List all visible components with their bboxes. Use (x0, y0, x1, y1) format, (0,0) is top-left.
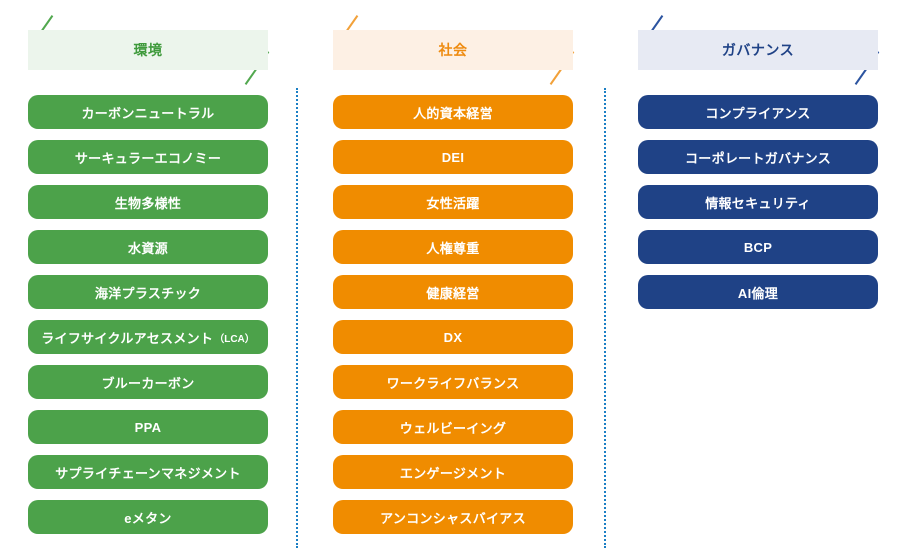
header-box-environment: 環境 (28, 30, 268, 70)
column-divider-2 (604, 88, 606, 548)
column-header-society: 社会 (308, 0, 598, 88)
topic-label: カーボンニュートラル (81, 105, 215, 121)
topic-pill[interactable]: サプライチェーンマネジメント (28, 455, 268, 489)
topic-label: 情報セキュリティ (705, 195, 811, 211)
topic-pill[interactable]: 人権尊重 (333, 230, 573, 264)
topic-pill[interactable]: 水資源 (28, 230, 268, 264)
topic-label: ブルーカーボン (101, 375, 195, 391)
topic-pill[interactable]: ウェルビーイング (333, 410, 573, 444)
topic-label: コンプライアンス (705, 105, 811, 121)
header-label-environment: 環境 (133, 42, 163, 58)
topic-label: PPA (134, 419, 162, 435)
topic-label: アンコンシャスバイアス (380, 510, 526, 526)
topic-label: AI倫理 (737, 285, 779, 301)
column-governance: ガバナンス コンプライアンス コーポレートガバナンス 情報セキュリティ BCP … (613, 0, 903, 552)
topic-pill[interactable]: 生物多様性 (28, 185, 268, 219)
topic-pill[interactable]: カーボンニュートラル (28, 95, 268, 129)
topic-pill[interactable]: コンプライアンス (638, 95, 878, 129)
topic-pill[interactable]: ライフサイクルアセスメント（LCA） (28, 320, 268, 354)
topic-label: コーポレートガバナンス (684, 150, 832, 166)
header-label-governance: ガバナンス (721, 42, 795, 58)
header-label-society: 社会 (438, 42, 468, 58)
topic-label: ライフサイクルアセスメント (41, 330, 214, 346)
column-divider-1 (296, 88, 298, 548)
topic-label: eメタン (124, 510, 172, 526)
topic-label: サプライチェーンマネジメント (55, 465, 241, 481)
topic-pill[interactable]: ワークライフバランス (333, 365, 573, 399)
topic-label: 人権尊重 (426, 240, 480, 256)
topic-pill[interactable]: BCP (638, 230, 878, 264)
topic-pill[interactable]: エンゲージメント (333, 455, 573, 489)
topic-pill[interactable]: DX (333, 320, 573, 354)
topic-pill[interactable]: 人的資本経営 (333, 95, 573, 129)
topic-pill[interactable]: ブルーカーボン (28, 365, 268, 399)
topic-pill[interactable]: サーキュラーエコノミー (28, 140, 268, 174)
topic-label: 水資源 (128, 240, 168, 256)
topic-label: DX (443, 329, 463, 345)
topic-pill[interactable]: PPA (28, 410, 268, 444)
column-header-governance: ガバナンス (613, 0, 903, 88)
topic-pill[interactable]: コーポレートガバナンス (638, 140, 878, 174)
topic-pill[interactable]: eメタン (28, 500, 268, 534)
column-header-environment: 環境 (3, 0, 293, 88)
topic-label: BCP (743, 239, 773, 255)
topic-pill[interactable]: DEI (333, 140, 573, 174)
topic-label: サーキュラーエコノミー (74, 150, 222, 166)
topic-pill[interactable]: AI倫理 (638, 275, 878, 309)
pill-list-society: 人的資本経営 DEI 女性活躍 人権尊重 健康経営 DX ワークライフバランス … (333, 95, 573, 534)
topic-label: 健康経営 (426, 285, 480, 301)
topic-label: 女性活躍 (426, 195, 480, 211)
pill-list-environment: カーボンニュートラル サーキュラーエコノミー 生物多様性 水資源 海洋プラスチッ… (28, 95, 268, 534)
topic-label: エンゲージメント (399, 465, 507, 481)
topic-label: ウェルビーイング (399, 420, 507, 436)
topic-pill[interactable]: アンコンシャスバイアス (333, 500, 573, 534)
topic-pill[interactable]: 女性活躍 (333, 185, 573, 219)
topic-pill[interactable]: 情報セキュリティ (638, 185, 878, 219)
topic-label: 人的資本経営 (413, 105, 493, 121)
topic-pill[interactable]: 海洋プラスチック (28, 275, 268, 309)
topic-pill[interactable]: 健康経営 (333, 275, 573, 309)
column-society: 社会 人的資本経営 DEI 女性活躍 人権尊重 健康経営 DX ワークライフバラ… (308, 0, 598, 552)
topic-label: 生物多様性 (114, 195, 182, 211)
column-environment: 環境 カーボンニュートラル サーキュラーエコノミー 生物多様性 水資源 海洋プラ… (3, 0, 293, 552)
header-box-society: 社会 (333, 30, 573, 70)
topic-sublabel: （LCA） (214, 333, 255, 345)
topic-label: DEI (441, 149, 465, 165)
topic-label: 海洋プラスチック (94, 285, 202, 301)
header-box-governance: ガバナンス (638, 30, 878, 70)
pill-list-governance: コンプライアンス コーポレートガバナンス 情報セキュリティ BCP AI倫理 (638, 95, 878, 309)
topic-label: ワークライフバランス (386, 375, 520, 391)
